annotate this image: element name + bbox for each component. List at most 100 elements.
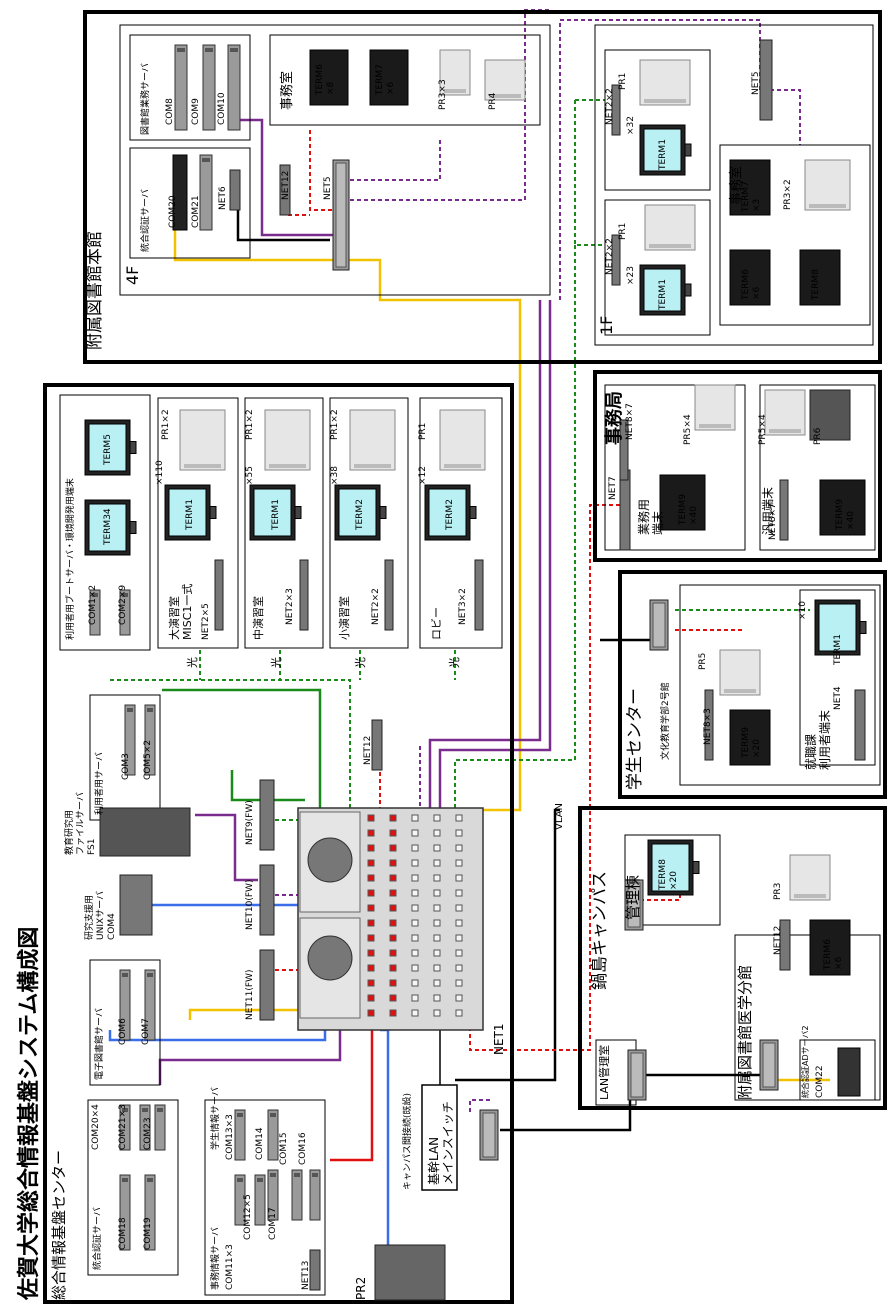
pr3x2-1f-tray	[809, 204, 846, 208]
svg-text:附属図書館医学分館: 附属図書館医学分館	[736, 965, 754, 1100]
lbl-auth-ad: 統合認証ADサーバ2	[800, 1025, 810, 1098]
switch-port	[433, 979, 441, 987]
lbl-net2x5: NET2×5	[201, 603, 211, 640]
lbl-campus-link: キャンパス間接続(既設)	[401, 1093, 413, 1190]
svg-text:NET4: NET4	[833, 686, 843, 710]
net2x2-a-switch	[611, 84, 621, 136]
lbl-elib-server: 電子図書館サーバ	[93, 1008, 105, 1080]
region-kanritou-label: 管理棟	[624, 875, 642, 920]
switch-port	[367, 814, 375, 822]
com19-server	[144, 1174, 156, 1251]
com21-4f-server-face	[202, 158, 210, 162]
fs1-storage	[99, 807, 191, 857]
box-main-switch	[421, 1084, 458, 1191]
svg-text:COM4: COM4	[107, 913, 117, 940]
pr3-med-printer	[789, 854, 831, 901]
lbl-pr1x2-b: PR1×2	[245, 409, 255, 440]
term2-b-monitor-screen	[428, 488, 467, 537]
svg-text:PR1: PR1	[618, 223, 628, 240]
lbl-term5: TERM5	[103, 434, 113, 466]
switch-port	[433, 889, 441, 897]
com13-server	[267, 1109, 279, 1161]
lbl-com19: COM19	[143, 1217, 153, 1250]
svg-text:汎用端末: 汎用端末	[761, 487, 775, 535]
switch-port	[455, 979, 463, 987]
lbl-term7-x3: TERM7×3	[741, 181, 762, 213]
core-switch-net1	[297, 807, 484, 1031]
lbl-term2-a: TERM2	[355, 499, 365, 531]
lbl-pr3-x2: PR3×2	[783, 179, 793, 210]
svg-text:統合認証サーバ: 統合認証サーバ	[91, 1207, 103, 1270]
pr1-lobby-printer	[439, 409, 486, 471]
lbl-term8: TERM8	[811, 269, 821, 301]
term8x20-monitor-stand	[692, 861, 700, 874]
svg-text:COM13×3: COM13×3	[225, 1114, 235, 1160]
svg-text:TERM9: TERM9	[678, 494, 688, 526]
switch-port	[433, 1009, 441, 1017]
switch-port	[389, 859, 397, 867]
svg-text:教育研究用: 教育研究用	[63, 810, 75, 855]
svg-text:NET8×7: NET8×7	[768, 503, 778, 540]
region-center-label: 総合情報基盤センター	[50, 1150, 68, 1300]
lbl-com20-4f: COM20	[168, 195, 178, 228]
switch-port	[389, 904, 397, 912]
region-jimukyoku	[593, 370, 882, 562]
line-black-ms-2	[455, 808, 560, 1082]
box-shushoku	[799, 589, 876, 766]
svg-text:NET12: NET12	[363, 736, 373, 765]
svg-text:PR1×2: PR1×2	[330, 409, 340, 440]
region-lan-label: LAN管理室	[597, 1045, 611, 1100]
svg-text:NET2×3: NET2×3	[285, 588, 295, 625]
switch-port	[389, 844, 397, 852]
svg-text:×20: ×20	[752, 739, 762, 758]
switch-port	[367, 859, 375, 867]
svg-text:PR4: PR4	[488, 92, 498, 110]
svg-text:NET3×2: NET3×2	[458, 588, 468, 625]
svg-text:就職課: 就職課	[803, 734, 818, 770]
lbl-com13: COM13×3	[225, 1114, 235, 1160]
lbl-com22: COM22	[815, 1065, 825, 1098]
svg-text:LAN管理室: LAN管理室	[597, 1045, 611, 1100]
lbl-net2x2-b: NET2×2	[605, 238, 615, 275]
com9-server-face	[205, 48, 213, 52]
pr1-b-printer	[644, 204, 696, 251]
box-1f-lower	[604, 199, 711, 336]
net7-switch	[619, 469, 631, 551]
lbl-com10: COM10	[217, 92, 227, 125]
pr1-a-printer	[639, 59, 691, 106]
pr1x2-c-printer-tray	[354, 464, 391, 468]
com14-server	[267, 1169, 279, 1221]
svg-text:鍋島キャンパス: 鍋島キャンパス	[590, 871, 610, 990]
lbl-com23: COM23	[143, 1117, 153, 1150]
com1-server-face	[92, 593, 98, 597]
lbl-com2: COM2×9	[118, 585, 128, 625]
net10-switch	[259, 864, 275, 936]
svg-text:事務局: 事務局	[603, 391, 625, 445]
pr5x4-b-printer-tray	[769, 429, 801, 433]
pr1-a-printer-tray	[644, 99, 686, 103]
term1-b-stand	[684, 283, 692, 297]
com20-4f-server	[172, 154, 188, 231]
svg-text:COM12×5: COM12×5	[243, 1194, 253, 1240]
box-room-large	[157, 397, 239, 649]
switch-port	[367, 979, 375, 987]
box-bunka	[679, 584, 881, 786]
lbl-x110: ×110	[155, 460, 165, 485]
lbl-term1-e: TERM1	[833, 634, 843, 666]
term5-monitor-stand	[129, 441, 137, 454]
svg-text:学生センター: 学生センター	[625, 688, 645, 790]
lbl-com17: COM17	[268, 1207, 278, 1240]
region-sc-label: 学生センター	[625, 688, 645, 790]
switch-port	[389, 979, 397, 987]
svg-text:NET9(FW): NET9(FW)	[245, 800, 255, 845]
switch-port	[455, 994, 463, 1002]
line-green-com	[162, 688, 322, 815]
lbl-x55: ×55	[245, 466, 255, 485]
switch-port	[411, 814, 419, 822]
net9-switch	[259, 779, 275, 851]
lan-hub-inner	[630, 1052, 644, 1098]
svg-text:統合認証ADサーバ2: 統合認証ADサーバ2	[800, 1025, 810, 1098]
com17-server-face	[257, 1178, 263, 1182]
lbl-room-small: 小演習室	[337, 596, 351, 640]
